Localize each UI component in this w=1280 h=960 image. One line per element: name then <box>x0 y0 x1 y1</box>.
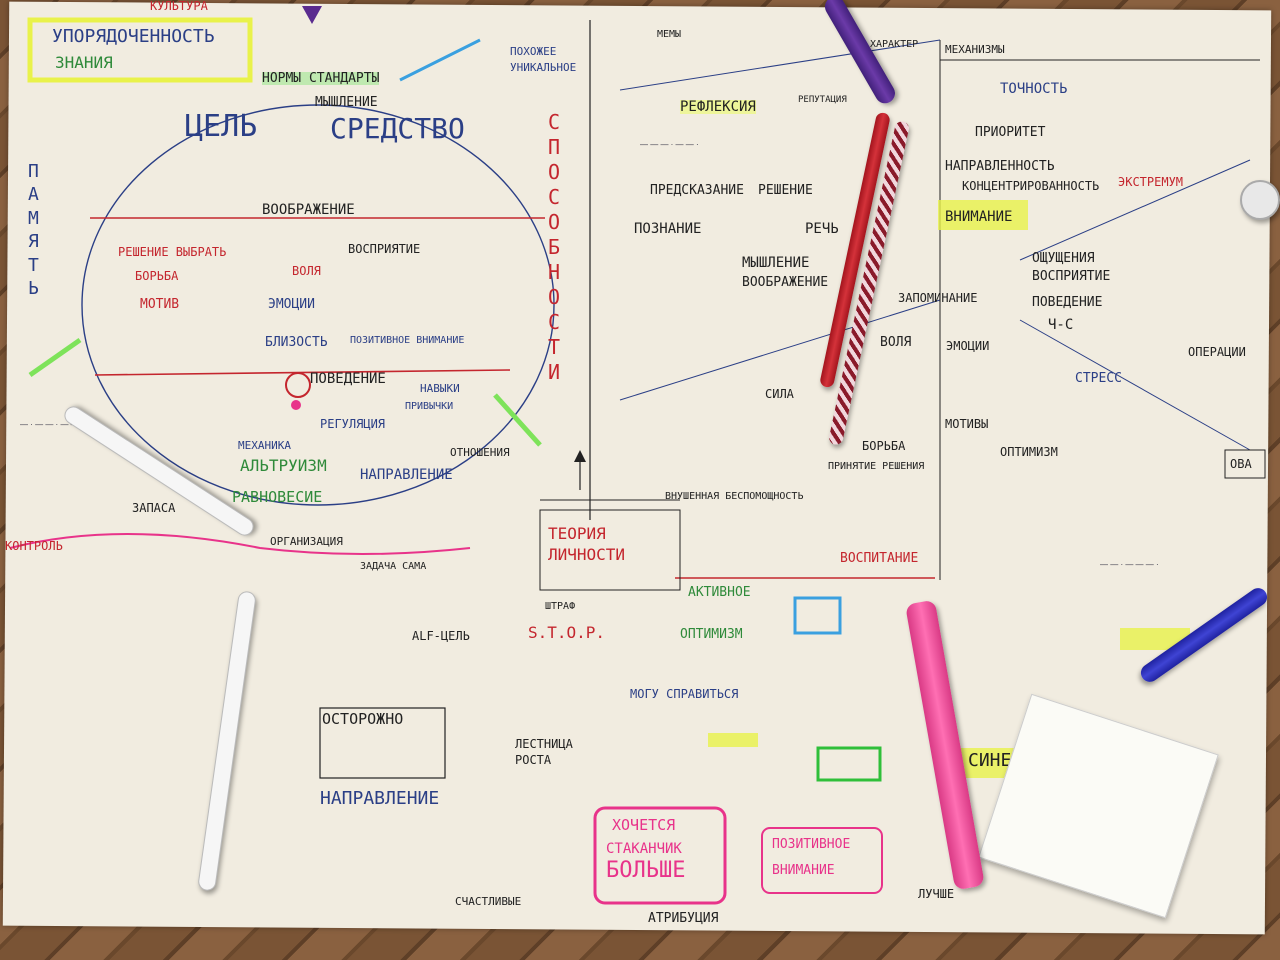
label-atributsiya: АТРИБУЦИЯ <box>648 911 719 926</box>
label-znaniya: ЗНАНИЯ <box>55 53 113 72</box>
label-normy: НОРМЫ СТАНДАРТЫ <box>262 71 380 86</box>
label-vnushennaya: ВНУШЕННАЯ БЕСПОМОЩНОСТЬ <box>665 491 804 502</box>
label-uporyadochennost: УПОРЯДОЧЕННОСТЬ <box>52 26 215 47</box>
label-napravlenie-bottom: НАПРАВЛЕНИЕ <box>320 788 440 809</box>
label-zapominanie: ЗАПОМИНАНИЕ <box>898 291 978 305</box>
label-napravlennost: НАПРАВЛЕННОСТЬ <box>945 159 1055 174</box>
label-oshchushcheniya: ОЩУЩЕНИЯ <box>1032 251 1095 266</box>
label-organizatsiya: ОРГАНИЗАЦИЯ <box>270 535 343 548</box>
label-ova: ОВА <box>1230 457 1252 471</box>
label-shtraf: ШТРАФ <box>545 601 576 612</box>
label-refleksiya: РЕФЛЕКСИЯ <box>680 99 756 115</box>
label-povedenie-left: ПОВЕДЕНИЕ <box>310 371 386 387</box>
scribble-3: — · — — · — — <box>20 420 79 429</box>
label-alf-tsel: ALF-ЦЕЛЬ <box>412 629 470 643</box>
label-stakanchik: СТАКАНЧИК <box>606 841 682 857</box>
label-blizost: БЛИЗОСТЬ <box>265 335 328 350</box>
label-ch-s: Ч-С <box>1048 317 1074 333</box>
label-optimizm-right: ОПТИМИЗМ <box>1000 445 1058 459</box>
label-kontsentrirovannost: КОНЦЕНТРИРОВАННОСТЬ <box>962 179 1100 193</box>
label-schastlivye: СЧАСТЛИВЫЕ <box>455 895 522 908</box>
label-reshenie-vybrat: РЕШЕНИЕ ВЫБРАТЬ <box>118 245 227 259</box>
label-vnimanie-bottom: ВНИМАНИЕ <box>772 863 835 878</box>
earphone-icon <box>1240 180 1280 220</box>
label-rosta: РОСТА <box>515 753 552 767</box>
label-ekstremum: ЭКСТРЕМУМ <box>1118 175 1184 189</box>
label-vospriyatie-left: ВОСПРИЯТИЕ <box>348 242 421 256</box>
label-sredstvo: СРЕДСТВО <box>330 112 465 145</box>
label-borba-left: БОРЬБА <box>135 269 179 283</box>
label-stop: S.T.O.P. <box>528 623 606 642</box>
label-mekhanizmy: МЕХАНИЗМЫ <box>945 43 1005 56</box>
label-prioritet: ПРИОРИТЕТ <box>975 125 1046 140</box>
label-kontrol: КОНТРОЛЬ <box>5 539 63 553</box>
label-pamyat: ПАМЯТЬ <box>28 161 39 299</box>
label-zapas: ЗАПАСА <box>132 501 176 515</box>
label-motivy: МОТИВЫ <box>945 417 989 431</box>
label-rech: РЕЧЬ <box>805 221 839 237</box>
label-napravlenie-left: НАПРАВЛЕНИЕ <box>360 467 453 483</box>
label-ostorozhno: ОСТОРОЖНО <box>322 710 404 728</box>
label-reshenie-right: РЕШЕНИЕ <box>758 183 813 198</box>
label-optimizm-mid: ОПТИМИЗМ <box>680 627 743 642</box>
label-myshlenie-mid: МЫШЛЕНИЕ <box>742 255 810 271</box>
label-reputatsiya: РЕПУТАЦИЯ <box>798 95 847 105</box>
label-memy: МЕМЫ <box>657 29 682 40</box>
label-privychki: ПРИВЫЧКИ <box>405 401 454 412</box>
label-vnimanie: ВНИМАНИЕ <box>945 209 1013 225</box>
label-sila: СИЛА <box>765 387 794 401</box>
label-otnosheniya: ОТНОШЕНИЯ <box>450 446 510 459</box>
label-khochetsya: ХОЧЕТСЯ <box>612 816 676 834</box>
label-altruizm: АЛЬТРУИЗМ <box>240 456 327 475</box>
label-motiv: МОТИВ <box>140 297 180 312</box>
label-prinyatie-resheniya: ПРИНЯТИЕ РЕШЕНИЯ <box>828 461 925 472</box>
label-bolshe: БОЛЬШЕ <box>606 858 686 883</box>
label-operatsii: ОПЕРАЦИИ <box>1188 345 1246 359</box>
label-kharakter: ХАРАКТЕР <box>870 39 919 50</box>
label-tochnost: ТОЧНОСТЬ <box>1000 81 1068 97</box>
label-aktivnoe: АКТИВНОЕ <box>688 585 751 600</box>
label-kultura: КУЛЬТУРА <box>150 0 208 13</box>
label-vospitanie: ВОСПИТАНИЕ <box>840 551 919 566</box>
label-luchshe: ЛУЧШЕ <box>918 887 955 901</box>
label-borba-mid: БОРЬБА <box>862 439 906 453</box>
label-unikalnoe: УНИКАЛЬНОЕ <box>510 61 577 74</box>
label-pozitivnoe-vnimanie: ПОЗИТИВНОЕ ВНИМАНИЕ <box>350 335 465 346</box>
label-lestnitsa: ЛЕСТНИЦА <box>515 737 573 751</box>
scribble-2: — — · — — — · <box>1100 560 1159 569</box>
label-sposobnosti: СПОСОБНОСТИ <box>548 110 561 384</box>
label-zadacha-sama: ЗАДАЧА САМА <box>360 561 427 572</box>
label-mogu-spravitsya: МОГУ СПРАВИТЬСЯ <box>630 687 739 701</box>
label-poznanie: ПОЗНАНИЕ <box>634 221 702 237</box>
label-teoriya-lichnosti: ТЕОРИЯ ЛИЧНОСТИ <box>548 524 626 564</box>
label-stress: СТРЕСС <box>1075 371 1122 386</box>
scribble-1: — — — · — — · <box>640 140 699 149</box>
label-voobrazhenie-mid: ВООБРАЖЕНИЕ <box>742 275 829 290</box>
label-ravnovesie: РАВНОВЕСИЕ <box>232 488 323 506</box>
label-voobrazhenie-left: ВООБРАЖЕНИЕ <box>262 202 355 218</box>
label-regulyatsiya: РЕГУЛЯЦИЯ <box>320 417 386 431</box>
label-emotsii-left: ЭМОЦИИ <box>268 297 315 312</box>
label-emotsii-right: ЭМОЦИИ <box>946 339 990 353</box>
label-volya-left: ВОЛЯ <box>292 264 321 278</box>
label-mekhanika: МЕХАНИКА <box>238 439 291 452</box>
label-navyki: НАВЫКИ <box>420 382 460 395</box>
label-predskazanie: ПРЕДСКАЗАНИЕ <box>650 183 744 198</box>
label-volya-right: ВОЛЯ <box>880 335 912 350</box>
label-povedenie-right: ПОВЕДЕНИЕ <box>1032 295 1103 310</box>
label-tsel: ЦЕЛЬ <box>185 109 258 144</box>
label-myshlenie-top: МЫШЛЕНИЕ <box>315 95 378 110</box>
label-pokhozhee: ПОХОЖЕЕ <box>510 45 557 58</box>
label-vospriyatie-right: ВОСПРИЯТИЕ <box>1032 269 1111 284</box>
label-pozitivnoe-bottom: ПОЗИТИВНОЕ <box>772 837 851 852</box>
